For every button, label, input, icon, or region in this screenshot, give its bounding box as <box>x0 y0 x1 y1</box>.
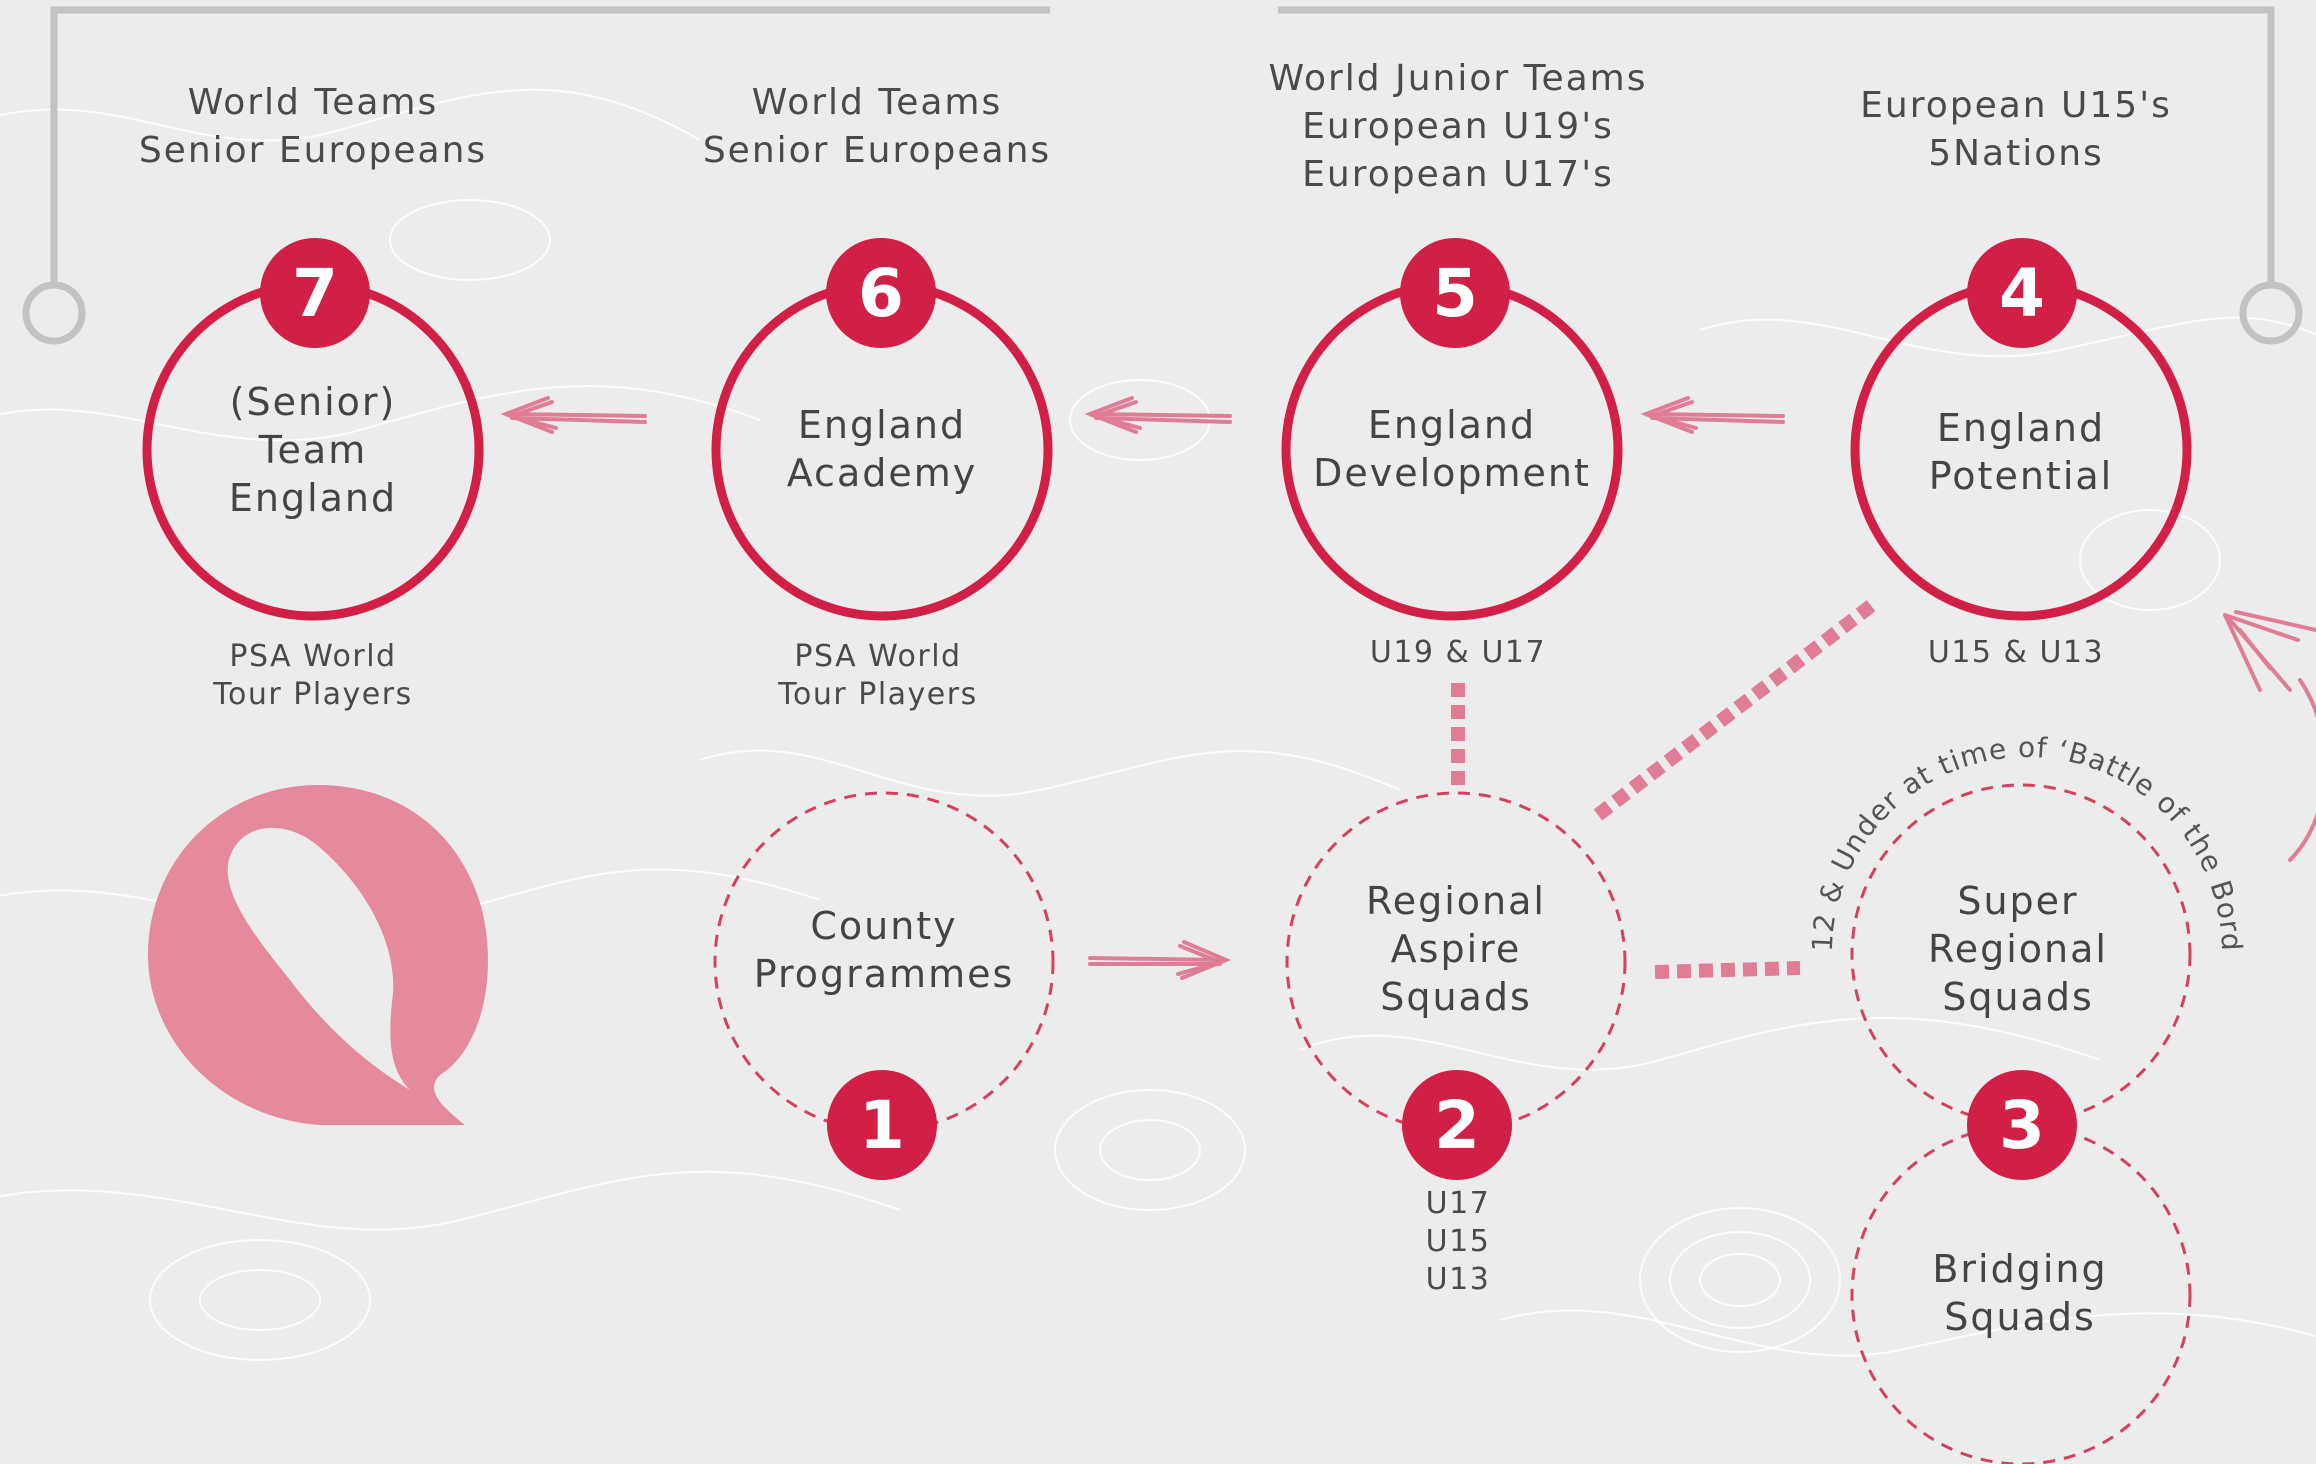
arrow-5-to-6 <box>1084 396 1232 434</box>
link-2-to-3 <box>1654 961 1801 979</box>
bridging-squads-name: Bridging Squads <box>1932 1247 2108 1339</box>
squash-logo-icon <box>148 785 488 1125</box>
stage-6-badge: 6 <box>826 238 936 348</box>
stage-4-badge: 4 <box>1967 238 2077 348</box>
link-2-to-4 <box>1593 599 1877 821</box>
curved-arrow-icon <box>500 396 2316 980</box>
stage-7-players: PSA World Tour Players <box>213 639 413 712</box>
arrow-3-to-4 <box>2223 610 2316 862</box>
stage-5-ages: U19 & U17 <box>1369 635 1547 670</box>
stage-6-players: PSA World Tour Players <box>778 639 978 712</box>
stage-2-badge: 2 <box>1402 1070 1512 1180</box>
stage-2-ages: U17 U15 U13 <box>1425 1186 1491 1297</box>
stage-5-badge: 5 <box>1400 238 1510 348</box>
stage-4-name: England Potential <box>1928 406 2114 498</box>
bracket-connector <box>22 6 2303 345</box>
contour-background <box>0 88 2316 1361</box>
stage-4-competitions: European U15's 5Nations <box>1860 85 2172 174</box>
stage-6-competitions: World Teams Senior Europeans <box>702 82 1052 171</box>
stage-4-ages: U15 & U13 <box>1927 635 2105 670</box>
county-programmes-name: County Programmes <box>753 904 1015 996</box>
arrow-1-to-2 <box>1088 940 1232 980</box>
regional-aspire-circle <box>1285 791 1627 1133</box>
stage-1-badge: 1 <box>827 1070 937 1180</box>
bridging-squads-circle <box>1850 1124 2192 1464</box>
arrow-6-to-7 <box>500 396 647 434</box>
stage-5-name: England Development <box>1313 403 1591 495</box>
county-programmes-circle <box>713 791 1055 1133</box>
super-regional-name: Super Regional Squads <box>1928 879 2108 1019</box>
arrow-4-to-5 <box>1640 396 1785 434</box>
stage-3-badge: 3 <box>1967 1070 2077 1180</box>
stage-7-name: (Senior) Team England <box>228 380 398 520</box>
stage-7-badge: 7 <box>260 238 370 348</box>
stage-5-competitions: World Junior Teams European U19's Europe… <box>1268 58 1648 195</box>
regional-aspire-name: Regional Aspire Squads <box>1366 879 1546 1019</box>
stage-6-name: England Academy <box>786 403 978 495</box>
stage-7-competitions: World Teams Senior Europeans <box>138 82 488 171</box>
super-regional-circle <box>1850 783 2192 1125</box>
